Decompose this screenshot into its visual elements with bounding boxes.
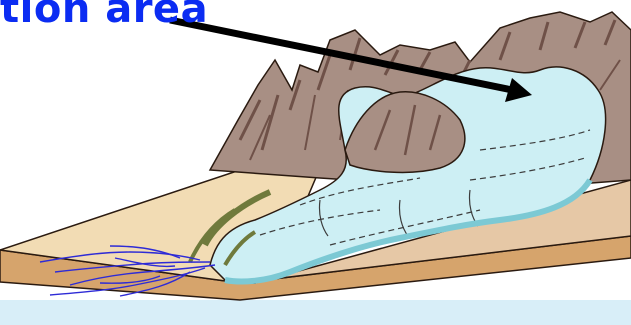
zone-label: tion area [0,0,208,32]
bottom-band [0,300,631,325]
